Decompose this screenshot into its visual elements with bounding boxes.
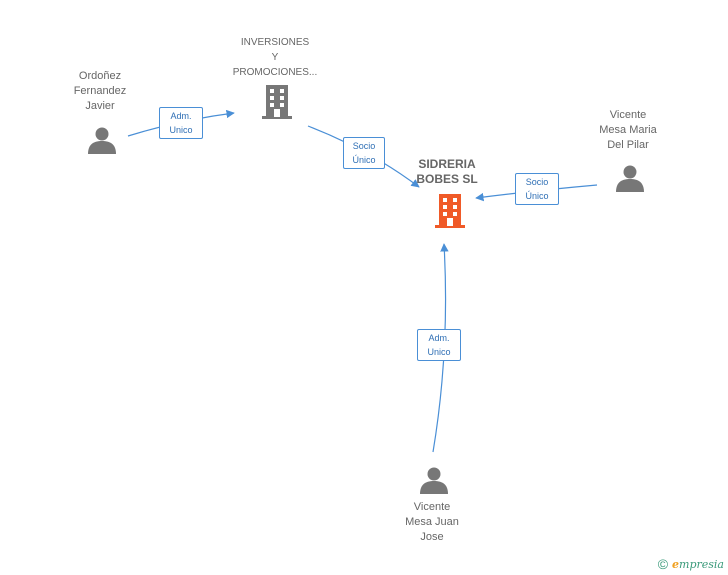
node-label-vicente-juan[interactable]: Vicente Mesa Juan Jose [405,501,459,543]
node-label-ordonez[interactable]: Ordoñez Fernandez Javier [73,70,127,112]
copyright-icon: © [657,556,669,572]
person-icon[interactable] [88,127,116,155]
node-label-sidreria[interactable]: SIDRERIA BOBES SL [416,157,478,186]
edge-label-inversiones-sidreria: Socio Único [343,137,385,169]
footer-brand: © empresia [658,556,724,572]
person-icon[interactable] [420,467,448,495]
edge-label-vicente-maria-sidreria: Socio Único [515,173,559,205]
edge-label-vicente-juan-sidreria: Adm. Unico [417,329,461,361]
node-label-inversiones[interactable]: INVERSIONES Y PROMOCIONES... [232,37,318,78]
node-label-vicente-maria[interactable]: Vicente Mesa Maria Del Pilar [599,109,657,151]
brand-logo[interactable]: empresia [672,557,724,571]
person-icon[interactable] [616,165,644,193]
building-icon[interactable] [262,85,292,119]
edge-label-ordonez-inversiones: Adm. Unico [159,107,203,139]
building-icon[interactable] [435,194,465,228]
